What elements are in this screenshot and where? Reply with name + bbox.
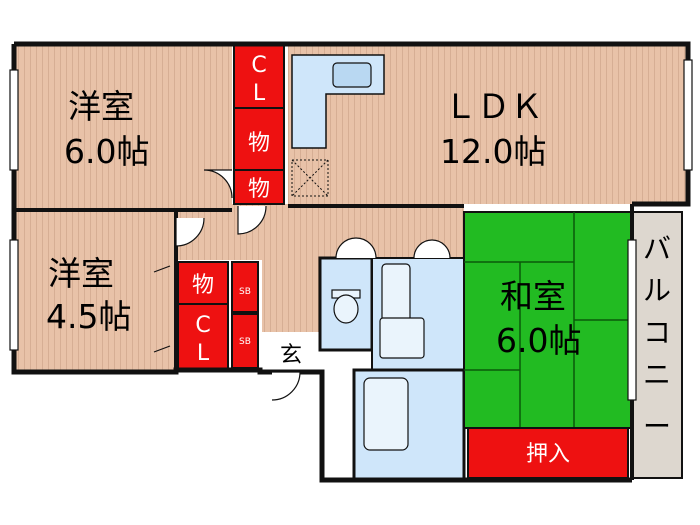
shoebox-1 xyxy=(231,261,259,313)
ldk-name: ＬＤＫ xyxy=(444,87,543,126)
storage-top-1 xyxy=(233,107,285,171)
closet-top-label-l: L xyxy=(253,81,266,106)
japanese-room-name: 和室 xyxy=(500,277,566,316)
closet-mid xyxy=(177,303,229,371)
door-swing-washroom xyxy=(413,239,451,259)
oshiire-closet xyxy=(467,427,629,479)
fridge-space xyxy=(291,159,329,197)
exterior-wall-left xyxy=(11,44,354,483)
shoebox-1-label: SB xyxy=(239,287,251,297)
storage-top-1-label: 物 xyxy=(248,131,270,156)
western-room-a-size: 6.0帖 xyxy=(64,132,149,171)
western-room-b-floor xyxy=(14,212,174,372)
western-room-a-name: 洋室 xyxy=(68,87,134,126)
balcony-char-5: ー xyxy=(643,410,671,443)
door-swing-ldk xyxy=(237,205,267,235)
kitchen-sink xyxy=(332,62,372,88)
entrance-floor xyxy=(262,332,320,368)
window-ldk xyxy=(683,59,693,171)
door-swing-west-a xyxy=(203,169,233,199)
western-room-a-floor xyxy=(14,44,232,208)
storage-mid-label: 物 xyxy=(192,273,214,298)
closet-mid-label-l: L xyxy=(197,341,210,366)
entrance-label: 玄 xyxy=(280,343,302,368)
vanity-sink xyxy=(379,317,425,359)
balcony-char-2: ル xyxy=(643,274,671,307)
shoebox-2-label: SB xyxy=(239,337,251,347)
balcony-area xyxy=(631,211,683,479)
door-swing-west-b xyxy=(175,217,205,247)
door-swing-west-b-closet xyxy=(153,265,171,353)
shoebox-2 xyxy=(231,313,259,369)
balcony-char-3: コ xyxy=(643,316,671,349)
washing-machine-pan xyxy=(381,263,411,323)
fridge-space-cross-2 xyxy=(291,159,329,197)
oshiire-label: 押入 xyxy=(526,442,570,467)
closet-top-label-c: C xyxy=(251,53,266,78)
closet-mid-label-c: C xyxy=(195,313,210,338)
storage-top-2 xyxy=(233,169,285,205)
ldk-size: 12.0帖 xyxy=(440,132,546,171)
window-west-a xyxy=(9,69,19,171)
japanese-room-size: 6.0帖 xyxy=(496,321,581,360)
bathtub xyxy=(363,377,409,451)
window-west-b xyxy=(9,239,19,351)
toilet-bowl xyxy=(333,294,359,324)
door-swing-entrance xyxy=(271,371,301,401)
balcony-char-4: ニ xyxy=(643,358,671,391)
window-japanese xyxy=(627,239,637,401)
door-swing-toilet xyxy=(335,237,377,259)
western-room-b-size: 4.5帖 xyxy=(46,297,131,336)
western-room-b-name: 洋室 xyxy=(48,254,114,293)
storage-top-2-label: 物 xyxy=(248,177,270,202)
balcony-char-1: バ xyxy=(643,232,671,265)
